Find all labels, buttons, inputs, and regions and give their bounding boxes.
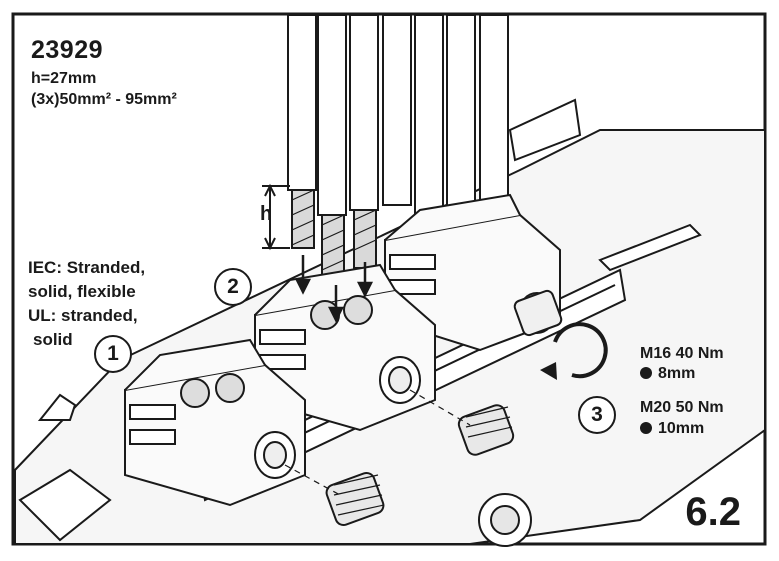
step-2-badge: 2 — [214, 268, 252, 306]
hex-key-icon — [640, 367, 652, 379]
set-screws — [325, 289, 563, 527]
height-dimension — [262, 183, 290, 251]
terminal-clamp-front — [124, 338, 306, 507]
step-3-badge: 3 — [578, 396, 616, 434]
height-spec: h=27mm — [31, 70, 97, 87]
torque-spec-m16: M16 40 Nm — [640, 345, 724, 362]
screw-axis-lines — [284, 389, 471, 496]
hex-size-m16: 8mm — [640, 365, 695, 383]
ul-note-line2: solid — [33, 330, 73, 349]
torque-spec-m20: M20 50 Nm — [640, 399, 724, 416]
iec-note-line2: solid, flexible — [28, 282, 136, 301]
dimension-h-label: h — [260, 203, 273, 225]
ul-note-line1: UL: stranded, — [28, 306, 138, 325]
page-number: 6.2 — [685, 490, 741, 534]
cross-section-spec: (3x)50mm² - 95mm² — [31, 91, 177, 108]
rotation-arrowhead — [540, 362, 557, 380]
iec-note-line1: IEC: Stranded, — [28, 258, 146, 277]
hex-size-m20: 10mm — [640, 420, 704, 438]
step-1-badge: 1 — [94, 335, 132, 373]
hex-key-icon — [640, 422, 652, 434]
tighten-rotation-arrow — [553, 322, 608, 379]
insertion-arrows — [294, 255, 374, 323]
hex-size-m16-value: 8mm — [658, 365, 696, 382]
hex-size-m20-value: 10mm — [658, 420, 705, 437]
part-number: 23929 — [31, 36, 104, 64]
